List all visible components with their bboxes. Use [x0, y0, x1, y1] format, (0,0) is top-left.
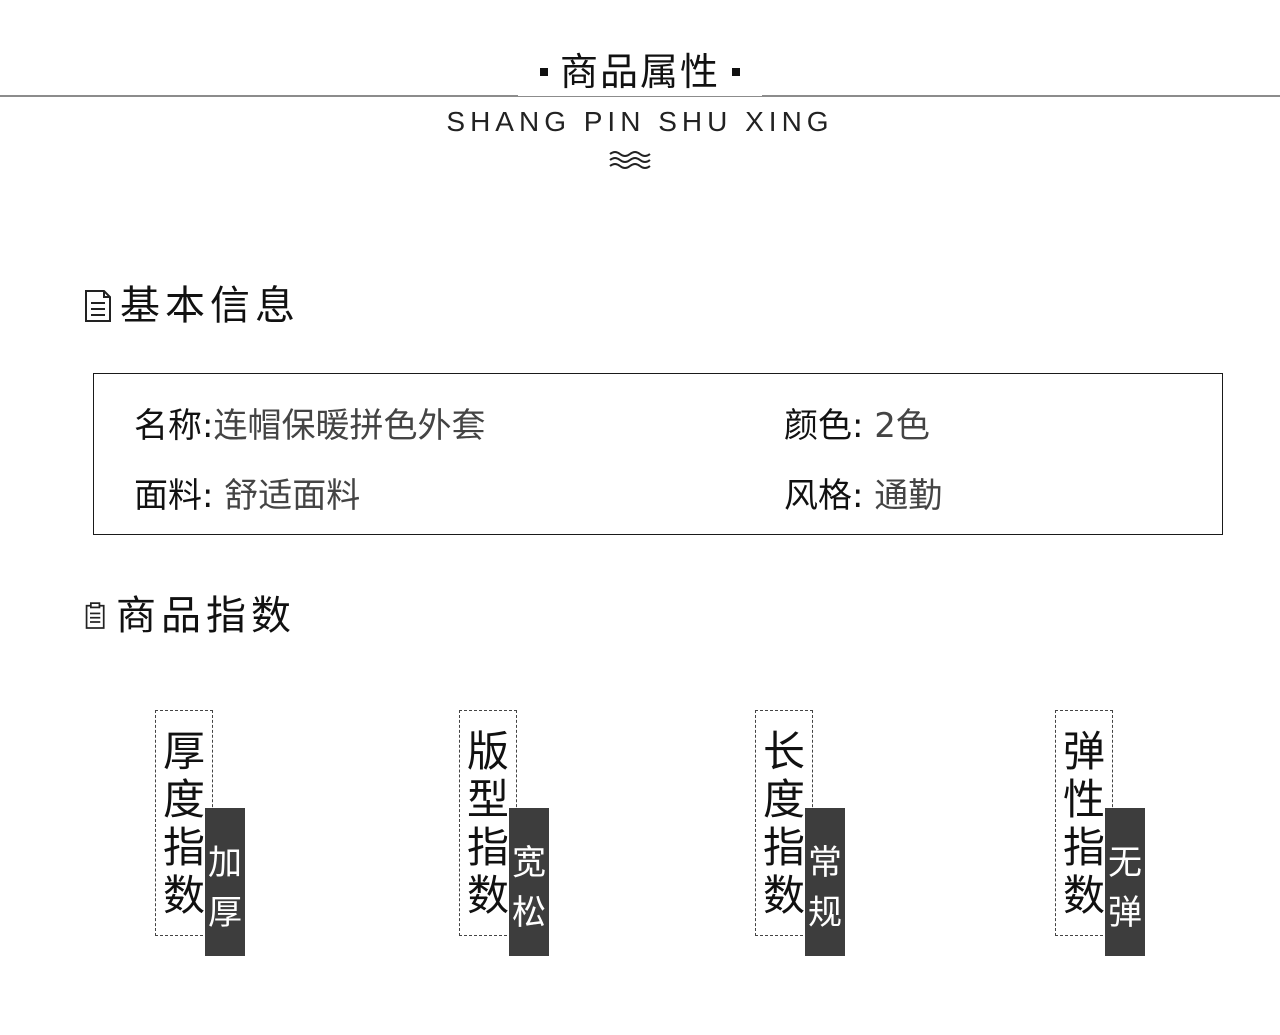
- info-item-name: 名称:连帽保暖拼色外套: [134, 406, 485, 446]
- index-thickness: 厚度指数 加厚: [155, 710, 255, 960]
- index-length: 长度指数 常规: [755, 710, 855, 960]
- info-value: 2色: [863, 406, 930, 446]
- index-badge: 无弹: [1105, 808, 1145, 956]
- basic-info-heading: 基本信息: [84, 284, 300, 328]
- info-key: 风格:: [784, 476, 864, 516]
- info-key: 面料:: [134, 476, 214, 516]
- product-index-title: 商品指数: [116, 593, 296, 639]
- info-value: 连帽保暖拼色外套: [213, 406, 486, 446]
- index-label: 版型指数: [466, 727, 509, 920]
- page-title: 商品属性: [517, 48, 762, 96]
- index-badge: 加厚: [205, 808, 245, 956]
- document-icon: [85, 290, 111, 322]
- header-title-wrap: 商品属性: [0, 48, 1280, 98]
- index-value: 宽松: [512, 843, 546, 933]
- info-item-color: 颜色: 2色: [784, 406, 930, 446]
- index-badge: 宽松: [509, 808, 549, 956]
- index-value: 常规: [808, 843, 842, 933]
- basic-info-title: 基本信息: [120, 283, 300, 329]
- index-fit: 版型指数 宽松: [459, 710, 559, 960]
- index-label: 弹性指数: [1062, 727, 1105, 920]
- product-index-heading: 商品指数: [84, 594, 296, 638]
- index-label: 厚度指数: [162, 727, 205, 920]
- info-key: 名称:: [134, 406, 214, 446]
- basic-info-box: 名称:连帽保暖拼色外套 颜色: 2色 面料: 舒适面料 风格: 通勤: [93, 373, 1223, 535]
- index-label: 长度指数: [762, 727, 805, 920]
- page-subtitle: SHANG PIN SHU XING: [446, 106, 834, 137]
- index-badge: 常规: [805, 808, 845, 956]
- index-elasticity: 弹性指数 无弹: [1055, 710, 1155, 960]
- info-value: 舒适面料: [213, 476, 361, 516]
- wave-icon: [609, 151, 651, 169]
- index-value: 加厚: [208, 843, 242, 933]
- clipboard-icon: [85, 602, 105, 629]
- info-item-fabric: 面料: 舒适面料: [134, 476, 360, 516]
- square-bullet-icon: [539, 67, 548, 76]
- square-bullet-icon: [732, 67, 740, 76]
- info-key: 颜色:: [784, 406, 864, 446]
- info-item-style: 风格: 通勤: [784, 476, 942, 516]
- info-value: 通勤: [863, 476, 943, 516]
- index-value: 无弹: [1108, 843, 1142, 933]
- header-divider: [0, 95, 1280, 97]
- page-title-text: 商品属性: [559, 50, 720, 94]
